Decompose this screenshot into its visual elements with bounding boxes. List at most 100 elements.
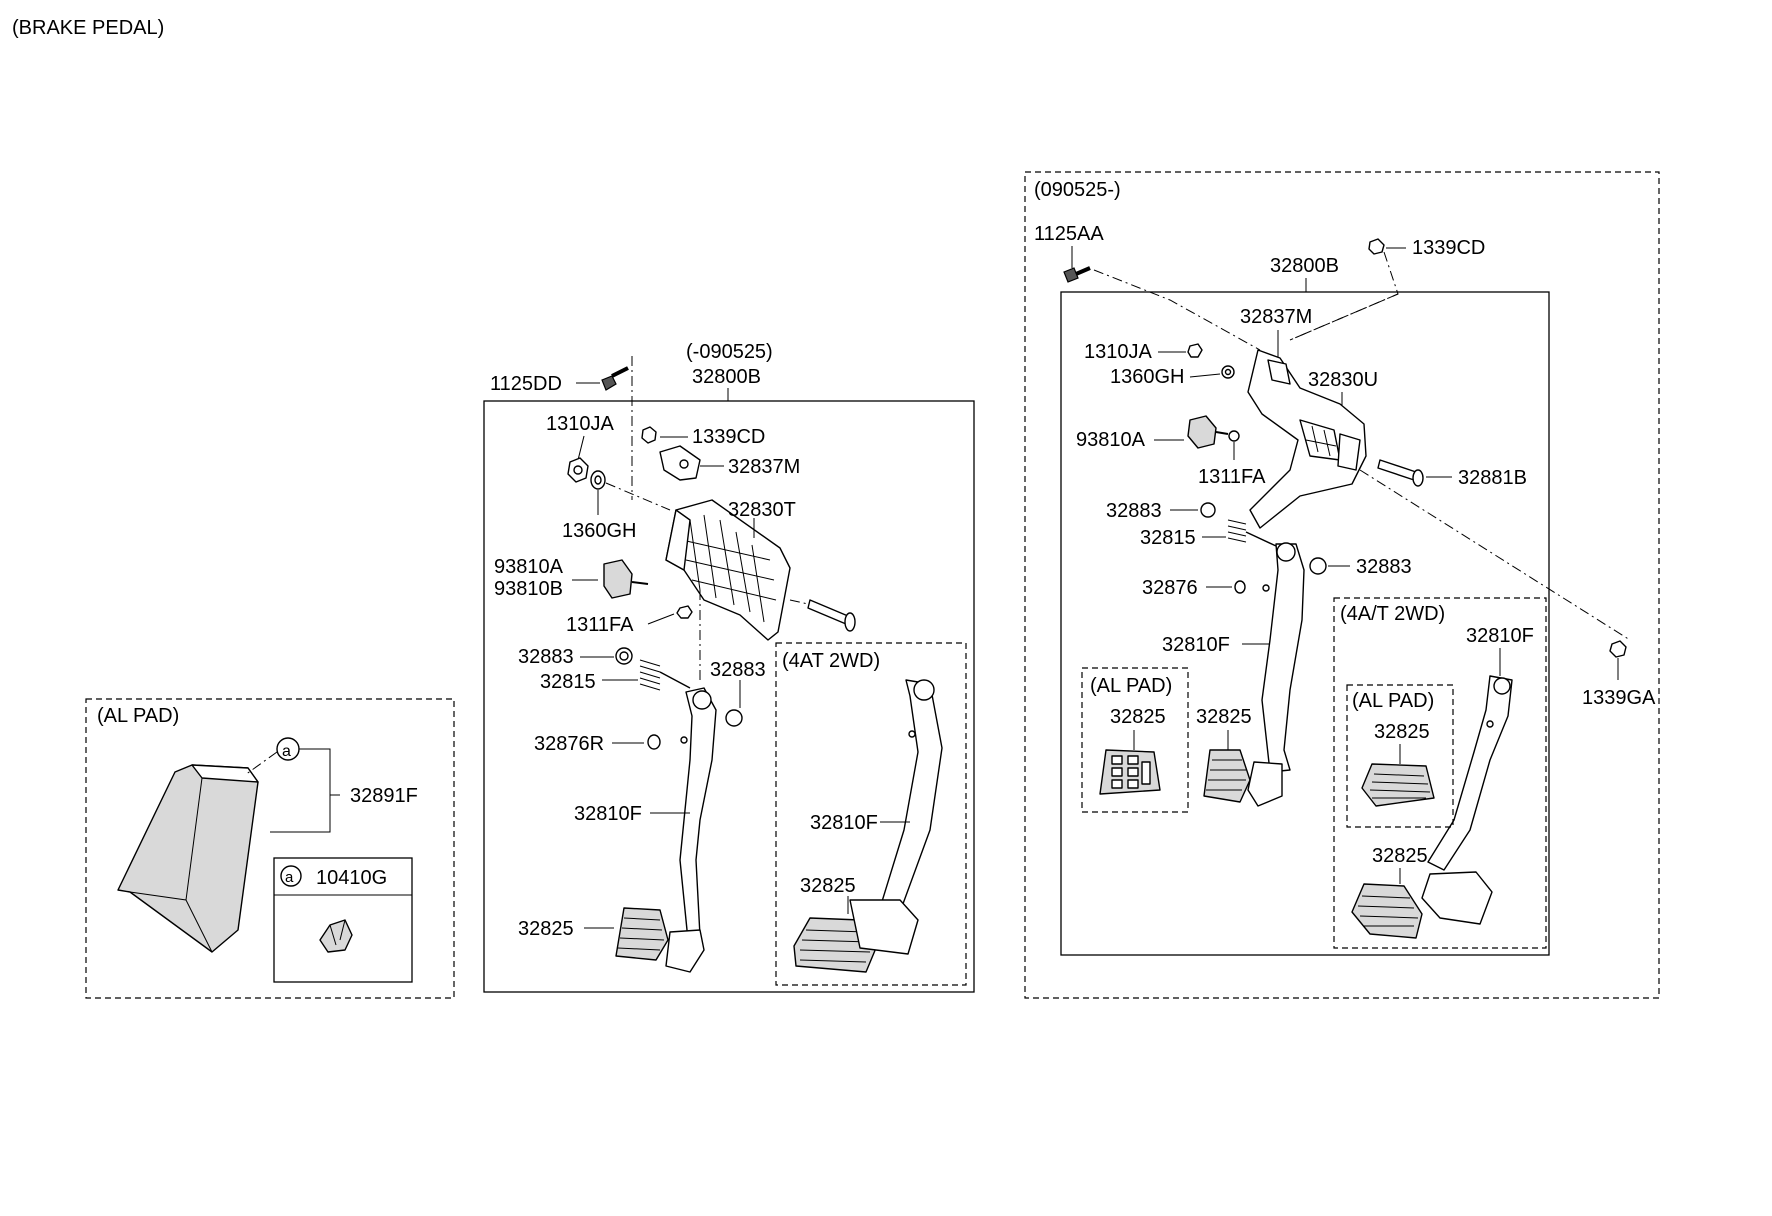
label-old-32815: 32815	[540, 671, 596, 693]
label-new-1339GA: 1339GA	[1582, 687, 1656, 709]
old-assembly-section: (-090525) 32800B 1125DD 1310JA 1360GH	[483, 341, 975, 993]
pedal-pad-32825-4at-old	[793, 899, 919, 973]
label-10410G: 10410G	[316, 867, 387, 889]
callout-circle-2	[280, 865, 302, 887]
washer-1360GH-new	[1221, 365, 1235, 379]
diagram-title: (BRAKE PEDAL)	[12, 17, 164, 39]
stopper-32876-new	[1234, 580, 1246, 594]
bracket-32830U	[1247, 349, 1367, 529]
label-old-32825-4at: 32825	[800, 875, 856, 897]
label-old-1360GH: 1360GH	[562, 520, 637, 542]
label-new-32825-4at: 32825	[1372, 845, 1428, 867]
bushing-32883-new-b	[1309, 557, 1327, 575]
label-old-32837M: 32837M	[728, 456, 800, 478]
bushing-32883-a	[615, 647, 633, 665]
label-new-32883-b: 32883	[1356, 556, 1412, 578]
pedal-arm-32810F-4at-old	[879, 679, 943, 913]
nut-1339CD-old	[641, 426, 657, 444]
label-new-32825-al: 32825	[1110, 706, 1166, 728]
pedal-arm-32810F-4at-new	[1427, 675, 1513, 871]
label-new-32810F: 32810F	[1162, 634, 1230, 656]
label-new-32800B: 32800B	[1270, 255, 1339, 277]
label-old-32883-a: 32883	[518, 646, 574, 668]
new-range-frame	[1024, 171, 1660, 999]
label-old-32883-b: 32883	[710, 659, 766, 681]
label-old-32830T: 32830T	[728, 499, 796, 521]
clip-part	[319, 919, 353, 953]
bushing-32883-b	[725, 709, 743, 727]
label-old-32876R: 32876R	[534, 733, 604, 755]
new-al-pad-frame-1	[1081, 667, 1189, 813]
nut-1311FA-old	[676, 605, 693, 619]
new-al-pad-label-1: (AL PAD)	[1090, 675, 1172, 697]
pedal-pad-32825-old	[615, 907, 705, 973]
pivot-bolt-old	[807, 599, 856, 632]
label-old-1125DD: 1125DD	[490, 373, 562, 395]
old-assembly-frame	[483, 400, 975, 993]
label-new-32825: 32825	[1196, 706, 1252, 728]
label-new-32883-a: 32883	[1106, 500, 1162, 522]
stop-lamp-switch	[603, 559, 649, 599]
nut-1339GA	[1609, 640, 1627, 658]
pedal-arm-32810F-new	[1261, 542, 1305, 773]
label-new-32810F-4at: 32810F	[1466, 625, 1534, 647]
old-4at-frame	[775, 642, 967, 986]
label-old-32810F: 32810F	[574, 803, 642, 825]
label-new-32881B: 32881B	[1458, 467, 1527, 489]
new-assembly-section: (090525-) 1125AA 1339CD 32800B 32837M 13…	[1024, 171, 1660, 999]
label-new-1125AA: 1125AA	[1034, 223, 1104, 245]
label-old-1310JA: 1310JA	[546, 413, 614, 435]
new-4at-label: (4A/T 2WD)	[1340, 603, 1445, 625]
label-new-32837M: 32837M	[1240, 306, 1312, 328]
label-new-32825-al-4at: 32825	[1374, 721, 1430, 743]
al-pad-frame	[85, 698, 455, 999]
spring-32815-old	[639, 659, 691, 691]
bushing-32883-new-a	[1200, 502, 1216, 518]
nut-1310JA-new	[1187, 343, 1203, 358]
stopper-32876R	[647, 734, 661, 750]
al-pad-section: (AL PAD) a 32891F a 10410G	[85, 698, 455, 999]
new-4at-frame	[1333, 597, 1547, 949]
label-new-32830U: 32830U	[1308, 369, 1378, 391]
label-new-1360GH: 1360GH	[1110, 366, 1185, 388]
bracket-32837M-old	[659, 445, 701, 481]
new-assembly-frame	[1060, 291, 1550, 956]
bolt-1125DD	[601, 366, 629, 391]
al-pedal-pad-new-1	[1099, 749, 1161, 795]
nut-1339CD-new	[1368, 238, 1385, 255]
al-pad-cover-part	[117, 764, 259, 953]
bolt-1125AA	[1063, 266, 1091, 283]
al-pedal-pad-new-2	[1361, 763, 1435, 807]
al-pad-section-label: (AL PAD)	[97, 705, 179, 727]
label-old-32825: 32825	[518, 918, 574, 940]
old-4at-label: (4AT 2WD)	[782, 650, 880, 672]
stop-lamp-switch-new	[1187, 415, 1229, 449]
new-range-label: (090525-)	[1034, 179, 1121, 201]
spring-32815-new	[1227, 519, 1277, 547]
label-new-32876: 32876	[1142, 577, 1198, 599]
nut-1311FA-new	[1228, 430, 1240, 442]
pivot-bolt-new	[1377, 459, 1424, 487]
clip-10410G-box	[273, 857, 413, 983]
new-al-pad-label-2: (AL PAD)	[1352, 690, 1434, 712]
bracket-32830T	[665, 499, 791, 641]
pedal-arm-32810F-old	[679, 687, 717, 941]
old-range-label: (-090525)	[686, 341, 773, 363]
label-old-32810F-4at: 32810F	[810, 812, 878, 834]
label-new-32815: 32815	[1140, 527, 1196, 549]
label-new-1311FA: 1311FA	[1198, 466, 1266, 488]
label-new-1339CD: 1339CD	[1412, 237, 1485, 259]
label-old-1339CD: 1339CD	[692, 426, 765, 448]
label-old-1311FA: 1311FA	[566, 614, 634, 636]
label-new-93810A: 93810A	[1076, 429, 1146, 451]
pedal-pad-32825-4at-new	[1351, 871, 1493, 939]
callout-letter: a	[282, 743, 291, 760]
new-al-pad-frame-2	[1346, 684, 1454, 828]
label-new-1310JA: 1310JA	[1084, 341, 1152, 363]
label-32891F: 32891F	[350, 785, 418, 807]
washer-1360GH	[590, 470, 606, 490]
pedal-pad-32825-new	[1203, 749, 1283, 807]
nut-1310JA	[567, 457, 589, 483]
label-old-93810A: 93810A	[494, 556, 564, 578]
